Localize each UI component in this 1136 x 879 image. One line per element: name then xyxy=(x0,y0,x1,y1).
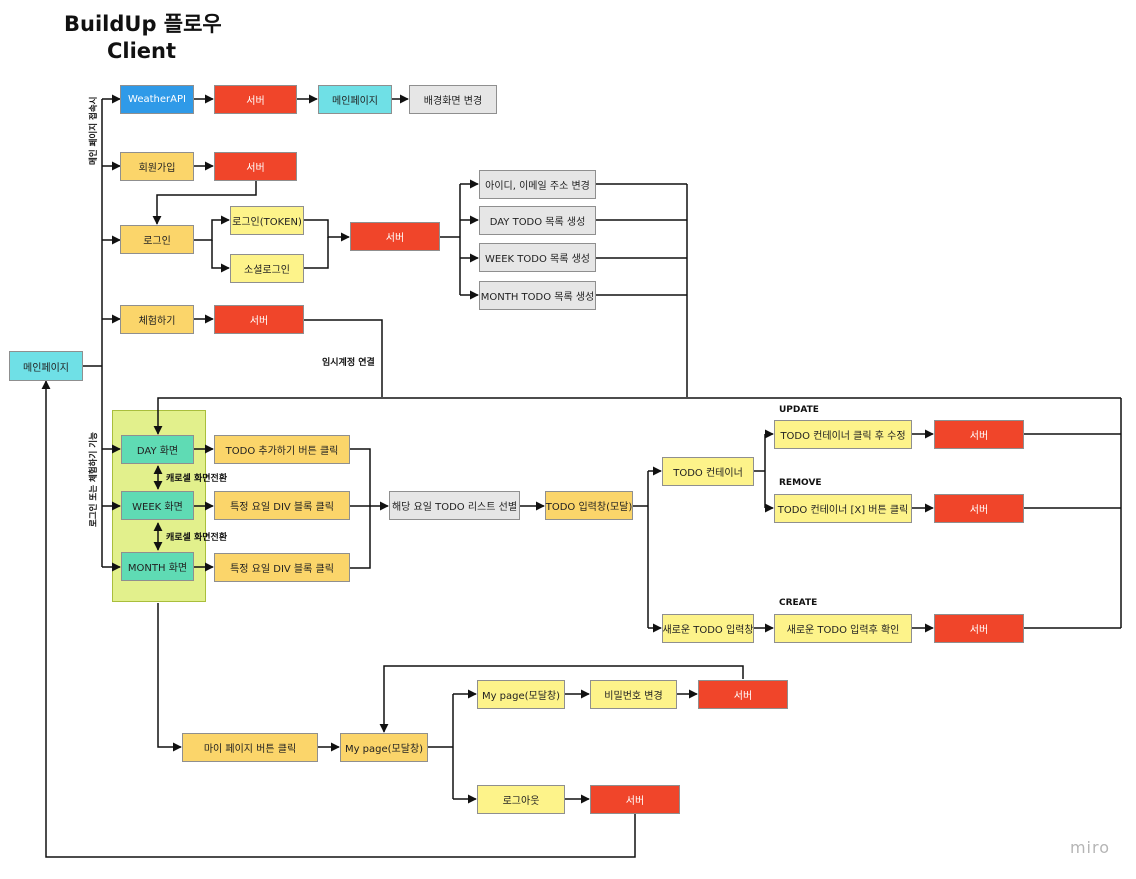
edge xyxy=(157,603,182,752)
login-node: 로그인 xyxy=(120,225,194,254)
remove-label: REMOVE xyxy=(779,478,822,488)
change-background-node: 배경화면 변경 xyxy=(409,85,497,114)
trial-node: 체험하기 xyxy=(120,305,194,334)
day-view-node: DAY 화면 xyxy=(121,435,194,464)
edge xyxy=(153,397,1121,435)
edge xyxy=(41,380,636,858)
new-todo-input-node: 새로운 TODO 입력창 xyxy=(662,614,754,643)
edge xyxy=(211,240,230,273)
signup-node: 회원가입 xyxy=(120,152,194,181)
weekday-block-click-node: 특정 요일 DIV 블록 클릭 xyxy=(214,491,350,520)
logout-node: 로그아웃 xyxy=(477,785,565,814)
server-node: 서버 xyxy=(698,680,788,709)
edge xyxy=(350,448,371,569)
server-node: 서버 xyxy=(934,494,1024,523)
server-node: 서버 xyxy=(214,85,297,114)
update-label: UPDATE xyxy=(779,405,819,415)
server-node: 서버 xyxy=(934,614,1024,643)
edge xyxy=(304,219,350,242)
week-view-node: WEEK 화면 xyxy=(121,491,194,520)
mypage-modal-node: My page(모달창) xyxy=(477,680,565,709)
on-main-access-label: 메인 페이지 접속시 xyxy=(89,96,99,165)
create-label: CREATE xyxy=(779,598,818,608)
main-page-node: 메인페이지 xyxy=(318,85,392,114)
change-password-node: 비밀번호 변경 xyxy=(590,680,677,709)
miro-watermark: miro xyxy=(1069,838,1110,857)
mypage-modal-node: My page(모달창) xyxy=(340,733,428,762)
diagram-title: BuildUp 플로우 xyxy=(64,12,222,36)
todo-container-node: TODO 컨테이너 xyxy=(662,457,754,486)
create-month-todo-node: MONTH TODO 목록 생성 xyxy=(479,281,596,310)
edge xyxy=(304,319,383,397)
edge xyxy=(152,181,257,225)
select-day-list-node: 해당 요일 TODO 리스트 선별 xyxy=(389,491,520,520)
edge xyxy=(194,215,230,241)
carousel-label: 캐로셀 화면전환 xyxy=(166,533,228,543)
carousel-label: 캐로셀 화면전환 xyxy=(166,474,228,484)
weekday-block-click-node: 특정 요일 DIV 블록 클릭 xyxy=(214,553,350,582)
temp-account-label: 임시계정 연결 xyxy=(322,358,375,368)
month-view-node: MONTH 화면 xyxy=(121,552,194,581)
main-page-node: 메인페이지 xyxy=(9,351,83,381)
edge xyxy=(304,237,329,269)
mypage-click-node: 마이 페이지 버튼 클릭 xyxy=(182,733,318,762)
server-node: 서버 xyxy=(350,222,440,251)
create-week-todo-node: WEEK TODO 목록 생성 xyxy=(479,243,596,272)
todo-add-click-node: TODO 추가하기 버튼 클릭 xyxy=(214,435,350,464)
server-node: 서버 xyxy=(934,420,1024,449)
edge xyxy=(379,665,744,733)
diagram-subtitle: Client xyxy=(107,39,177,63)
social-login-node: 소셜로그인 xyxy=(230,254,304,283)
remove-click-node: TODO 컨테이너 [X] 버튼 클릭 xyxy=(774,494,912,523)
new-todo-confirm-node: 새로운 TODO 입력후 확인 xyxy=(774,614,912,643)
login-or-trial-label: 로그인 또는 체험하기 기능 xyxy=(89,432,99,527)
server-node: 서버 xyxy=(214,305,304,334)
change-id-email-node: 아이디, 이메일 주소 변경 xyxy=(479,170,596,199)
token-login-node: 로그인(TOKEN) xyxy=(230,206,304,235)
todo-input-modal-node: TODO 입력창(모달) xyxy=(545,491,633,520)
server-node: 서버 xyxy=(214,152,297,181)
create-day-todo-node: DAY TODO 목록 생성 xyxy=(479,206,596,235)
weather-api-node: WeatherAPI xyxy=(120,85,194,114)
update-click-node: TODO 컨테이너 클릭 후 수정 xyxy=(774,420,912,449)
server-node: 서버 xyxy=(590,785,680,814)
